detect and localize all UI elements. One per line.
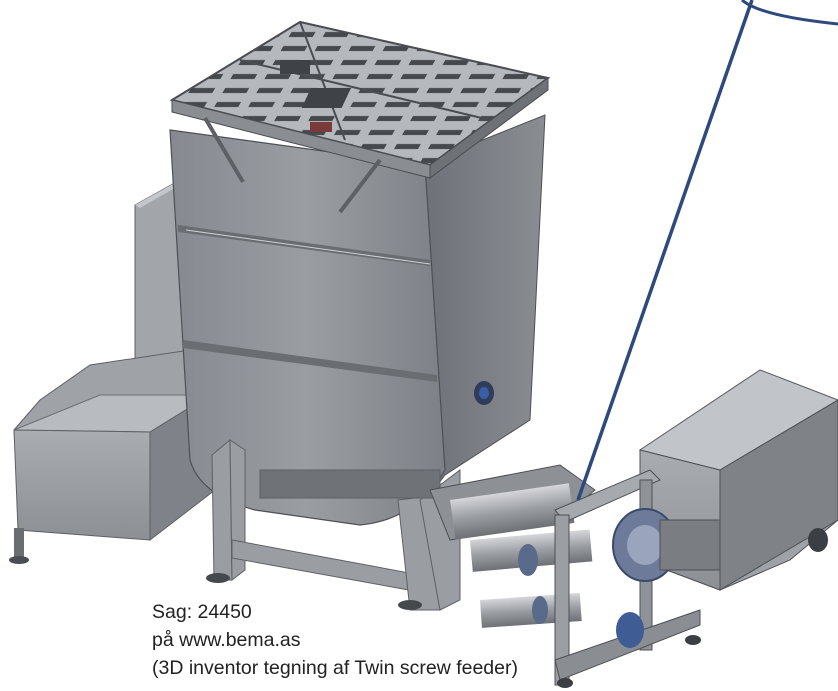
foot-1 (206, 573, 230, 583)
caption-case-number: Sag: 24450 (152, 601, 252, 623)
callout-bubble (741, 0, 838, 26)
valve-icon (474, 381, 494, 405)
caption: Sag: 24450 på www.bema.as (3D inventor t… (152, 598, 518, 682)
drive-frame (554, 469, 721, 688)
support-frame (211, 438, 461, 611)
hopper-bands (178, 225, 437, 382)
hopper-front-face (169, 129, 446, 526)
caption-website: på www.bema.as (152, 629, 301, 651)
lid-brackets (203, 116, 382, 214)
top-grate-lid (169, 20, 551, 179)
caption-description: (3D inventor tegning af Twin screw feede… (152, 657, 518, 679)
left-control-box (9, 349, 216, 564)
foot-2 (398, 600, 422, 610)
callout-pointer-line (576, 0, 754, 501)
